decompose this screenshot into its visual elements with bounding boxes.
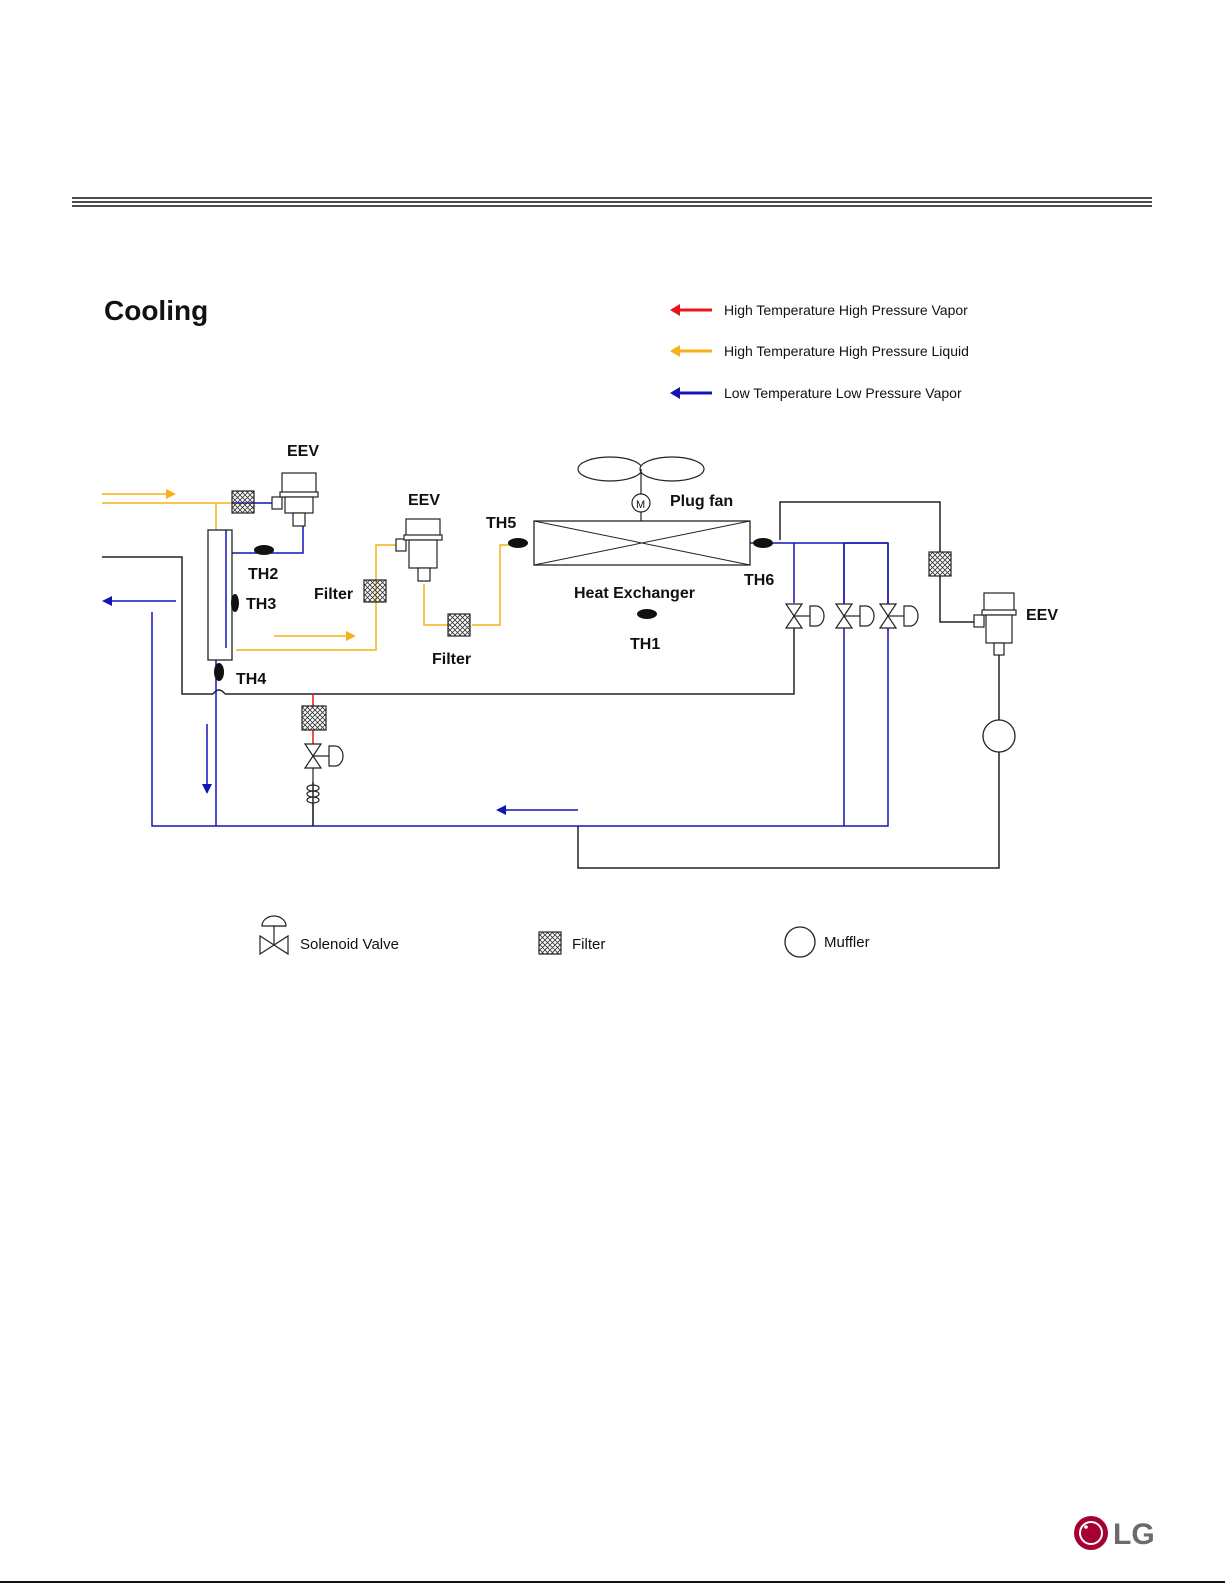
plug-fan: M Plug fan (578, 457, 733, 521)
legend-label: High Temperature High Pressure Liquid (724, 343, 969, 359)
symbol-legend-muffler-label: Muffler (824, 934, 870, 951)
heat-exchanger-label: Heat Exchanger (574, 585, 695, 602)
symbol-legend-solenoid-label: Solenoid Valve (300, 936, 399, 953)
th3-label: TH3 (246, 596, 276, 613)
filter-symbol-5 (302, 706, 326, 730)
legend-label: High Temperature High Pressure Vapor (724, 302, 968, 318)
th6-label: TH6 (744, 572, 774, 589)
plug-fan-label: Plug fan (670, 493, 733, 510)
solenoid-valve-1 (786, 604, 824, 628)
lg-logo-text: LG (1113, 1518, 1155, 1551)
symbol-legend-muffler: Muffler (785, 927, 870, 957)
th4-label: TH4 (236, 671, 266, 688)
capillary-coil-icon (307, 768, 319, 826)
legend-item-vapor-low: Low Temperature Low Pressure Vapor (670, 385, 962, 401)
filter-label-2: Filter (432, 651, 471, 668)
sub-cooler (208, 530, 232, 660)
sensor-th1 (637, 609, 657, 619)
sensor-th2 (254, 545, 274, 555)
symbol-legend-filter: Filter (539, 932, 605, 954)
eev-1: EEV (272, 443, 319, 526)
sensor-th5 (508, 538, 528, 548)
sensor-th3 (231, 594, 239, 612)
pipes-blue (108, 503, 888, 826)
legend-item-liquid-high: High Temperature High Pressure Liquid (670, 343, 969, 359)
symbol-legend-filter-label: Filter (572, 936, 605, 953)
sensor-th4 (214, 663, 224, 681)
eev-2-label: EEV (408, 492, 440, 509)
solenoid-valve-3 (880, 604, 918, 628)
motor-label: M (636, 499, 645, 511)
eev-1-label: EEV (287, 443, 319, 460)
flow-legend: High Temperature High Pressure Vapor Hig… (670, 302, 969, 401)
page-title: Cooling (104, 295, 208, 326)
sensor-th6 (753, 538, 773, 548)
th1-label: TH1 (630, 636, 660, 653)
muffler-symbol (983, 720, 1015, 752)
symbol-legend: Solenoid Valve Filter Muffler (260, 916, 870, 957)
filter-symbol-4 (929, 552, 951, 576)
filter-symbol-3 (448, 614, 470, 636)
lg-logo: LG (1074, 1516, 1155, 1551)
th2-label: TH2 (248, 566, 278, 583)
legend-item-vapor-high: High Temperature High Pressure Vapor (670, 302, 968, 318)
solenoid-valve-2 (836, 604, 874, 628)
filter-symbol-2 (364, 580, 386, 602)
th5-label: TH5 (486, 515, 516, 532)
solenoid-valve-4 (305, 744, 343, 768)
legend-label: Low Temperature Low Pressure Vapor (724, 385, 962, 401)
eev-3-label: EEV (1026, 607, 1058, 624)
eev-3: EEV (974, 593, 1058, 655)
eev-2: EEV (396, 492, 442, 581)
header-rule (72, 198, 1152, 206)
filter-label-1: Filter (314, 586, 353, 603)
filter-symbol-1 (232, 491, 254, 513)
heat-exchanger: Heat Exchanger (534, 521, 750, 602)
symbol-legend-solenoid: Solenoid Valve (260, 916, 399, 954)
